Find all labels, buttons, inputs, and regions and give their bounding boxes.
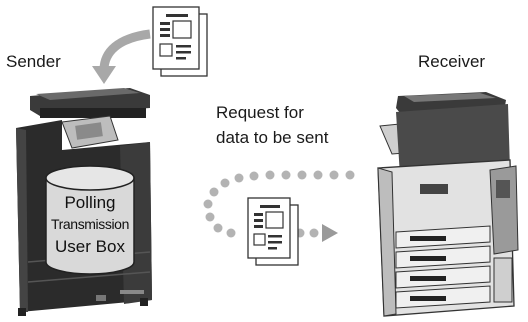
mfp-receiver-icon [377,92,519,317]
request-line-2: data to be sent [216,128,329,147]
document-icon [247,197,299,266]
request-caption: Request for data to be sent [216,100,328,150]
request-line-1: Request for [216,103,304,122]
sender-label: Sender [6,52,61,71]
user-box-line-3: User Box [55,237,125,256]
user-box-line-1: Polling [64,193,116,212]
storage-cylinder-icon [45,165,135,275]
receiver-label: Receiver [418,52,486,71]
user-box-line-2: Transmission [51,216,129,232]
dotted-arrow-icon [203,170,355,242]
document-icon [152,6,208,77]
curved-arrow-icon [92,29,151,84]
